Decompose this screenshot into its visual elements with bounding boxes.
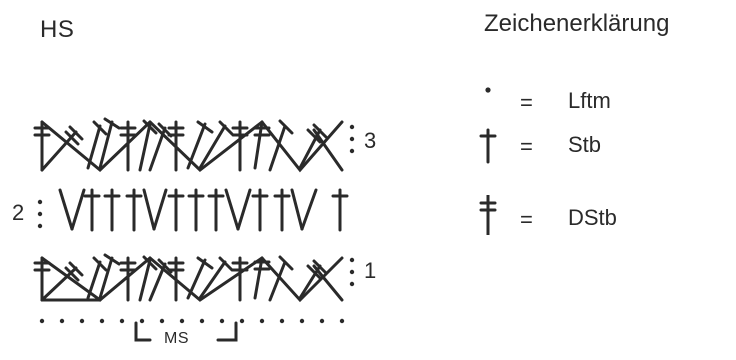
legend-title: Zeichenerklärung (484, 10, 670, 37)
legend-item-lftm: = Lftm (470, 82, 690, 122)
repeat-bracket (134, 321, 238, 342)
legend-item-stb: = Stb (470, 126, 690, 166)
row-3-stitches (33, 117, 344, 173)
row-2-stitches (58, 188, 349, 232)
legend-label: Stb (568, 132, 602, 157)
legend-item-dstb: = DStb (470, 195, 690, 235)
row-number-3: 3 (364, 128, 377, 153)
legend-equals: = (520, 90, 533, 115)
row-1-stitches (33, 253, 344, 303)
legend-equals: = (520, 134, 533, 159)
page-title: HS (40, 16, 75, 43)
double-crochet-icon (479, 128, 497, 164)
legend-label: Lftm (568, 88, 611, 113)
legend-label: DStb (568, 205, 617, 230)
treble-crochet-icon (479, 195, 497, 235)
repeat-label: MS (164, 330, 189, 347)
row-number-2: 2 (12, 200, 25, 225)
foundation-chain-row (39, 318, 345, 324)
chain-stitch-dot-icon (485, 87, 491, 93)
row-markers (37, 124, 355, 287)
row-number-1: 1 (364, 258, 377, 283)
legend-equals: = (520, 207, 533, 232)
